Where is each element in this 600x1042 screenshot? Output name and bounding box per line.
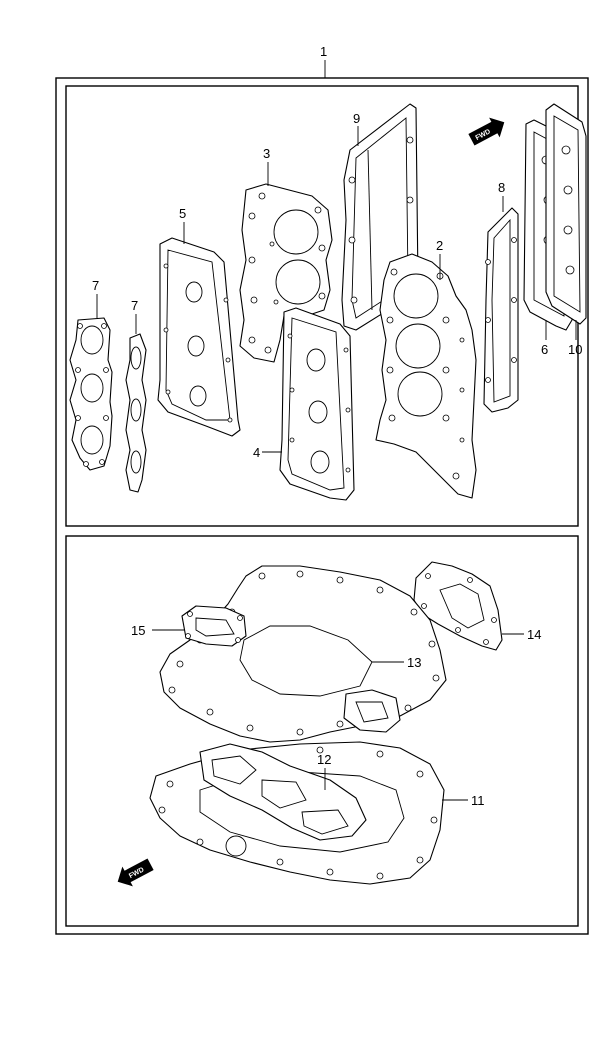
fwd-arrow-bottom: FWD	[117, 858, 154, 887]
fwd-arrow-top: FWD	[468, 117, 505, 146]
callout-10: 10	[568, 342, 582, 357]
callout-8: 8	[498, 180, 505, 195]
gasket-13	[159, 565, 447, 743]
callout-5: 5	[179, 206, 186, 221]
callout-7a: 7	[92, 278, 99, 293]
gasket-12	[199, 743, 367, 841]
callout-7b: 7	[131, 298, 138, 313]
callout-15: 15	[131, 623, 145, 638]
gasket-14	[413, 561, 503, 651]
lower-panel-frame	[65, 535, 579, 927]
gasket-13-port	[343, 689, 401, 733]
callout-2: 2	[436, 238, 443, 253]
callout-6: 6	[541, 342, 548, 357]
gasket-3	[239, 183, 333, 363]
gasket-4	[279, 307, 355, 501]
callout-3: 3	[263, 146, 270, 161]
outer-frame	[55, 77, 589, 935]
callout-4: 4	[253, 445, 260, 460]
gasket-7b	[125, 333, 147, 493]
callout-11: 11	[471, 793, 485, 808]
callout-9: 9	[353, 111, 360, 126]
callout-1: 1	[320, 44, 327, 59]
callout-13: 13	[407, 655, 421, 670]
gasket-2	[375, 253, 477, 499]
gasket-10	[545, 103, 587, 325]
gasket-8	[483, 207, 519, 413]
gasket-15	[181, 605, 247, 647]
gasket-5	[157, 237, 241, 437]
callout-12: 12	[317, 752, 331, 767]
gasket-7a	[69, 317, 113, 471]
callout-14: 14	[527, 627, 541, 642]
